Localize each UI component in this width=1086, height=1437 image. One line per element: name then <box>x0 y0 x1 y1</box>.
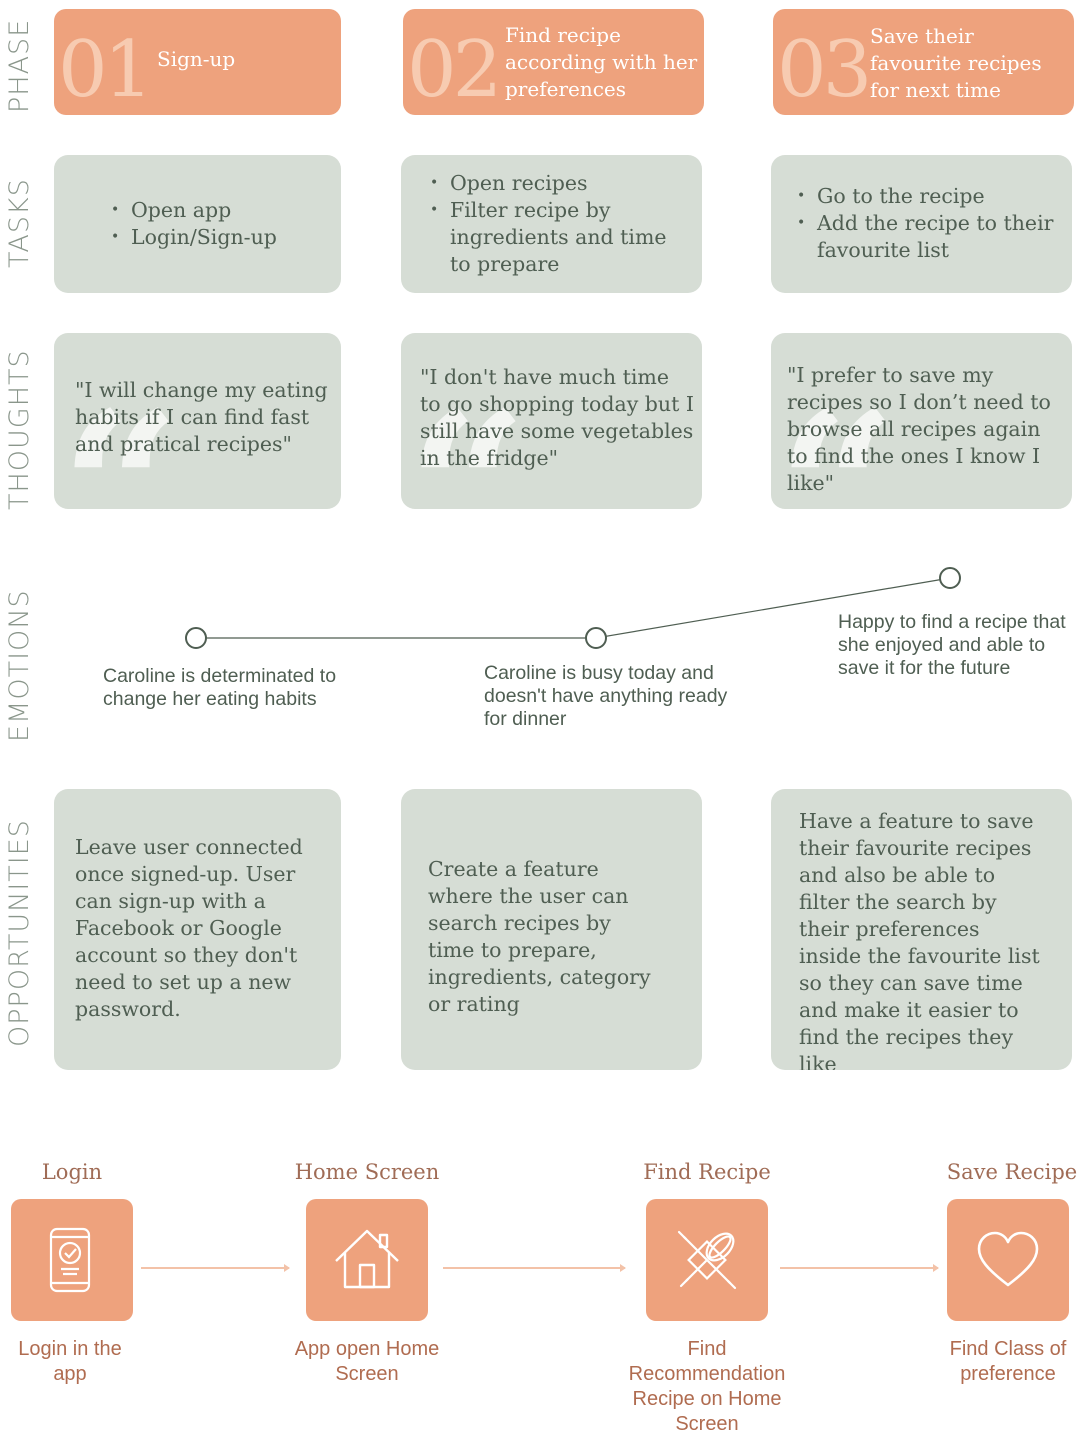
task-card-3: Go to the recipe Add the recipe to their… <box>771 155 1072 293</box>
flow-step-description: Login in the app <box>18 1338 122 1385</box>
task-item: Filter recipe by ingredients and time to… <box>430 197 692 278</box>
flow-arrow <box>141 1264 290 1272</box>
phase-number: 02 <box>407 25 502 115</box>
heart-icon <box>977 1231 1039 1287</box>
phase-card-3: 03 Save their favourite recipes for next… <box>773 9 1074 115</box>
thought-text: "I don't have much time to go shopping t… <box>420 365 694 470</box>
task-card-1: Open app Login/Sign-up <box>54 155 341 293</box>
flow-step-description: App open Home Screen <box>294 1338 440 1385</box>
task-card-2: Open recipes Filter recipe by ingredient… <box>401 155 702 293</box>
phase-title: Sign-up <box>157 47 236 71</box>
flow-step-login <box>11 1199 133 1321</box>
phase-number: 01 <box>58 25 153 115</box>
emotion-label: Happy to find a recipe that she enjoyed … <box>838 611 1066 679</box>
task-item: Add the recipe to their favourite list <box>797 210 1062 264</box>
flow-step-find-recipe <box>646 1199 768 1321</box>
flow-arrow <box>443 1264 626 1272</box>
row-label-phase: PHASE <box>4 18 35 113</box>
task-list: Go to the recipe Add the recipe to their… <box>797 183 1062 264</box>
phone-check-icon <box>49 1227 91 1293</box>
phase-card-1: 01 Sign-up <box>54 9 341 115</box>
flow-step-label: Home Screen <box>294 1160 440 1184</box>
thought-card-2: “ "I don't have much time to go shopping… <box>401 333 702 509</box>
whisk-rolling-pin-icon <box>677 1230 737 1290</box>
row-label-tasks: TASKS <box>4 178 35 268</box>
quote-mark-icon: “ <box>407 366 528 510</box>
emotion-point <box>585 627 607 649</box>
opportunity-card-3: Have a feature to save their favourite r… <box>771 789 1072 1070</box>
flow-step-label: Save Recipe <box>946 1160 1078 1184</box>
opportunity-card-2: Create a feature where the user can sear… <box>401 789 702 1070</box>
quote-mark-icon: “ <box>60 366 181 510</box>
task-item: Go to the recipe <box>797 183 1062 210</box>
thought-card-1: “ "I will change my eating habits if I c… <box>54 333 341 509</box>
thought-text: "I will change my eating habits if I can… <box>75 378 328 456</box>
emotion-point <box>185 627 207 649</box>
flow-step-save-recipe <box>947 1199 1069 1321</box>
task-item: Open recipes <box>430 170 692 197</box>
emotion-line <box>196 577 951 639</box>
task-item: Open app <box>111 197 331 224</box>
opportunity-text: Have a feature to save their favourite r… <box>799 809 1040 1070</box>
emotion-label: Caroline is busy today and doesn't have … <box>484 662 728 730</box>
emotion-label: Caroline is determinated to change her e… <box>103 665 337 710</box>
quote-mark-icon: “ <box>777 366 898 510</box>
emotion-curve <box>185 567 961 649</box>
flow-arrow <box>780 1264 939 1272</box>
opportunity-text: Leave user connected once signed-up. Use… <box>75 835 303 1021</box>
phase-card-2: 02 Find recipe according with her prefer… <box>403 9 704 115</box>
opportunity-card-1: Leave user connected once signed-up. Use… <box>54 789 341 1070</box>
phase-number: 03 <box>777 25 872 115</box>
flow-step-description: Find Recommendation Recipe on Home Scree… <box>628 1338 786 1435</box>
emotion-point <box>939 567 961 589</box>
thought-card-3: “ "I prefer to save my recipes so I don’… <box>771 333 1072 509</box>
thought-text: "I prefer to save my recipes so I don’t … <box>787 363 1051 495</box>
flow-step-label: Find Recipe <box>643 1160 771 1184</box>
row-label-opportunities: OPPORTUNITIES <box>4 819 35 1047</box>
phase-title: Save their favourite recipes for next ti… <box>870 24 1042 102</box>
row-label-thoughts: THOUGHTS <box>4 349 35 510</box>
task-item: Login/Sign-up <box>111 224 331 251</box>
task-list: Open recipes Filter recipe by ingredient… <box>430 170 692 278</box>
flow-step-home <box>306 1199 428 1321</box>
flow-step-description: Find Class of preference <box>949 1338 1067 1385</box>
phase-title: Find recipe according with her preferenc… <box>505 23 698 101</box>
flow-step-label: Login <box>41 1160 103 1184</box>
task-list: Open app Login/Sign-up <box>111 197 331 251</box>
opportunity-text: Create a feature where the user can sear… <box>428 857 651 1016</box>
house-icon <box>335 1229 399 1289</box>
